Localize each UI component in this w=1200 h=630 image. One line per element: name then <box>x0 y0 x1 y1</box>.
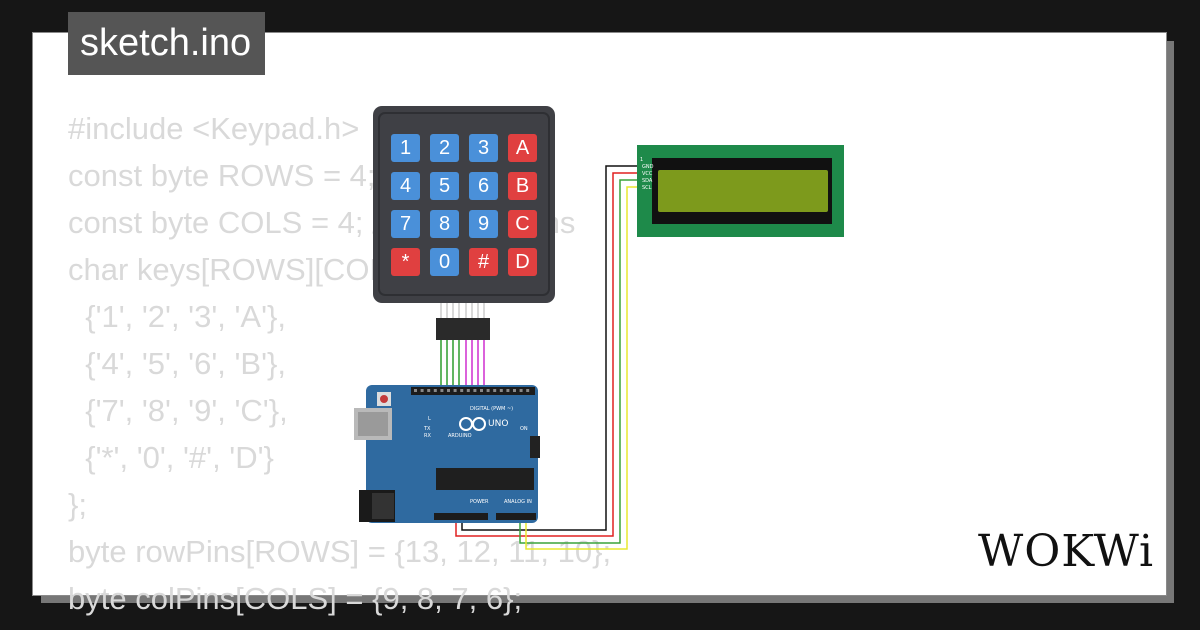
header-pin <box>473 389 477 392</box>
keypad-key-label: 8 <box>439 213 450 235</box>
keypad-key-label: 4 <box>400 175 411 197</box>
code-line: {'*', '0', '#', 'D'} <box>68 440 274 475</box>
header-pin <box>420 389 424 392</box>
code-line: char keys[ROWS][COLS] = { <box>68 252 462 287</box>
header-pin <box>519 389 523 392</box>
header-pin <box>499 389 503 392</box>
keypad-key-label: 7 <box>400 213 411 235</box>
header-pin <box>433 389 437 392</box>
keypad-key-D[interactable]: D <box>508 248 537 276</box>
keypad-key-6[interactable]: 6 <box>469 172 498 200</box>
header-pin <box>493 389 497 392</box>
keypad-key-label: 9 <box>478 213 489 235</box>
lcd-pin-label: SCL <box>642 185 652 191</box>
keypad-key-C[interactable]: C <box>508 210 537 238</box>
on-led-label: ON <box>520 426 528 432</box>
keypad-key-2[interactable]: 2 <box>430 134 459 162</box>
arduino-uno-board[interactable]: DIGITAL (PWM ~) UNO ARDUINO ON L TX RX P… <box>354 385 540 523</box>
lcd-pin-label: 1 <box>640 157 643 163</box>
header-pin <box>414 389 417 392</box>
code-line: {'4', '5', '6', 'B'}, <box>68 346 286 381</box>
arduino-brand: ARDUINO <box>448 433 472 439</box>
header-pin <box>486 389 490 392</box>
keypad-key-label: 5 <box>439 175 450 197</box>
arduino-infinity-logo <box>459 417 486 431</box>
keypad-key-label: 3 <box>478 137 489 159</box>
keypad-key-B[interactable]: B <box>508 172 537 200</box>
header-pin <box>513 389 516 392</box>
keypad-key-1[interactable]: 1 <box>391 134 420 162</box>
keypad-key-label: # <box>478 251 490 273</box>
tx-led-label: TX <box>423 426 431 432</box>
header-pin <box>526 389 530 392</box>
header-pin <box>440 389 444 392</box>
keypad-key-A[interactable]: A <box>508 134 537 162</box>
analog-label: ANALOG IN <box>504 499 532 505</box>
lcd-pin-label: VCC <box>642 171 653 177</box>
code-line: #include <Keypad.h> <box>68 111 360 146</box>
rx-led-label: RX <box>424 433 431 439</box>
digital-header <box>411 387 535 395</box>
code-line: byte colPins[COLS] = {9, 8, 7, 6}; <box>68 581 523 616</box>
power-header <box>434 513 488 520</box>
keypad-key-8[interactable]: 8 <box>430 210 459 238</box>
file-name-tab[interactable]: sketch.ino <box>68 12 266 75</box>
l-led-label: L <box>428 416 431 422</box>
keypad-key-3[interactable]: 3 <box>469 134 498 162</box>
keypad-wires <box>440 338 485 392</box>
code-line: {'1', '2', '3', 'A'}, <box>68 299 286 334</box>
lcd-display[interactable]: 1 GND VCC SDA SCL <box>637 145 844 237</box>
wokwi-logo: WOKWi <box>978 526 1154 577</box>
keypad-key-label: 1 <box>400 137 411 159</box>
lcd-wires <box>455 165 640 550</box>
code-line: }; <box>68 487 87 522</box>
keypad-key-7[interactable]: 7 <box>391 210 420 238</box>
lcd-pin-label: SDA <box>642 178 653 184</box>
code-background: #include <Keypad.h> const byte ROWS = 4;… <box>68 105 611 622</box>
header-pin <box>466 389 470 392</box>
header-pin <box>506 389 510 392</box>
analog-header <box>496 513 536 520</box>
header-pin <box>460 389 464 392</box>
keypad-connector-pins <box>440 303 485 318</box>
keypad-key-label: C <box>515 213 529 235</box>
keypad-key-#[interactable]: # <box>469 248 498 276</box>
keypad-key-*[interactable]: * <box>391 248 420 276</box>
atmega-chip <box>436 468 534 490</box>
digital-label: DIGITAL (PWM ~) <box>470 406 513 412</box>
keypad-4x4[interactable]: 1 2 3 A 4 5 6 B 7 8 9 C * 0 # D <box>373 106 555 340</box>
keypad-key-label: * <box>402 251 410 273</box>
icsp-header <box>530 436 540 458</box>
header-pin <box>447 389 450 392</box>
keypad-key-4[interactable]: 4 <box>391 172 420 200</box>
keypad-key-5[interactable]: 5 <box>430 172 459 200</box>
code-line: byte rowPins[ROWS] = {13, 12, 11, 10}; <box>68 534 612 569</box>
keypad-key-0[interactable]: 0 <box>430 248 459 276</box>
uno-label: UNO <box>488 419 508 429</box>
keypad-key-label: 6 <box>478 175 489 197</box>
keypad-key-9[interactable]: 9 <box>469 210 498 238</box>
power-label: POWER <box>470 499 489 505</box>
preview-card: #include <Keypad.h> const byte ROWS = 4;… <box>33 33 1166 616</box>
keypad-key-label: B <box>516 175 529 197</box>
code-line: {'7', '8', '9', 'C'}, <box>68 393 288 428</box>
keypad-key-label: D <box>515 251 529 273</box>
header-pin <box>453 389 457 392</box>
lcd-screen <box>658 170 828 212</box>
header-pin <box>480 389 483 392</box>
header-pin <box>427 389 431 392</box>
keypad-key-label: A <box>516 137 530 159</box>
wokwi-logo-text: WOKWi <box>978 526 1154 577</box>
keypad-key-label: 0 <box>439 251 450 273</box>
lcd-pin-label: GND <box>642 164 654 170</box>
keypad-key-label: 2 <box>439 137 450 159</box>
